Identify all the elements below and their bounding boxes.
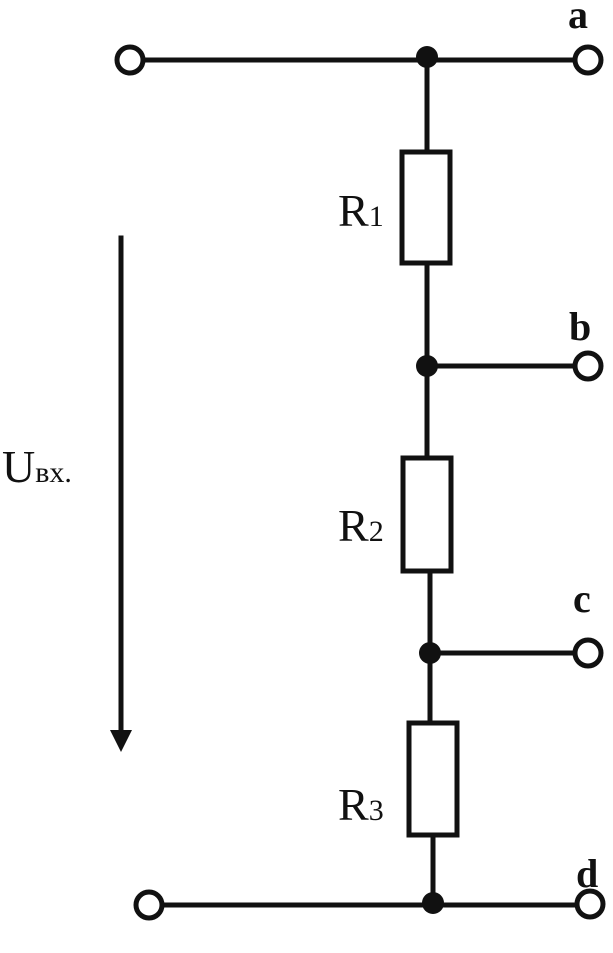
input-terminal-top xyxy=(114,44,146,76)
label-r3: R3 xyxy=(338,779,384,830)
resistor-r1 xyxy=(399,149,453,266)
resistor-r2 xyxy=(400,455,454,574)
label-d: d xyxy=(576,851,598,896)
label-r2: R2 xyxy=(338,500,384,551)
resistor-r3 xyxy=(406,720,460,838)
junction-bottom xyxy=(422,892,444,914)
junction-top xyxy=(416,46,438,68)
label-c: c xyxy=(573,576,591,621)
input-terminal-bottom xyxy=(133,889,165,921)
terminal-d xyxy=(574,888,606,920)
label-r1: R1 xyxy=(338,185,384,236)
label-b: b xyxy=(569,304,591,349)
label-a: a xyxy=(568,0,588,37)
terminal-a xyxy=(572,44,604,76)
terminal-b xyxy=(572,350,604,382)
input-voltage-arrow-head xyxy=(110,730,132,752)
label-input-voltage: Uвх. xyxy=(2,441,72,492)
terminal-c xyxy=(572,637,604,669)
